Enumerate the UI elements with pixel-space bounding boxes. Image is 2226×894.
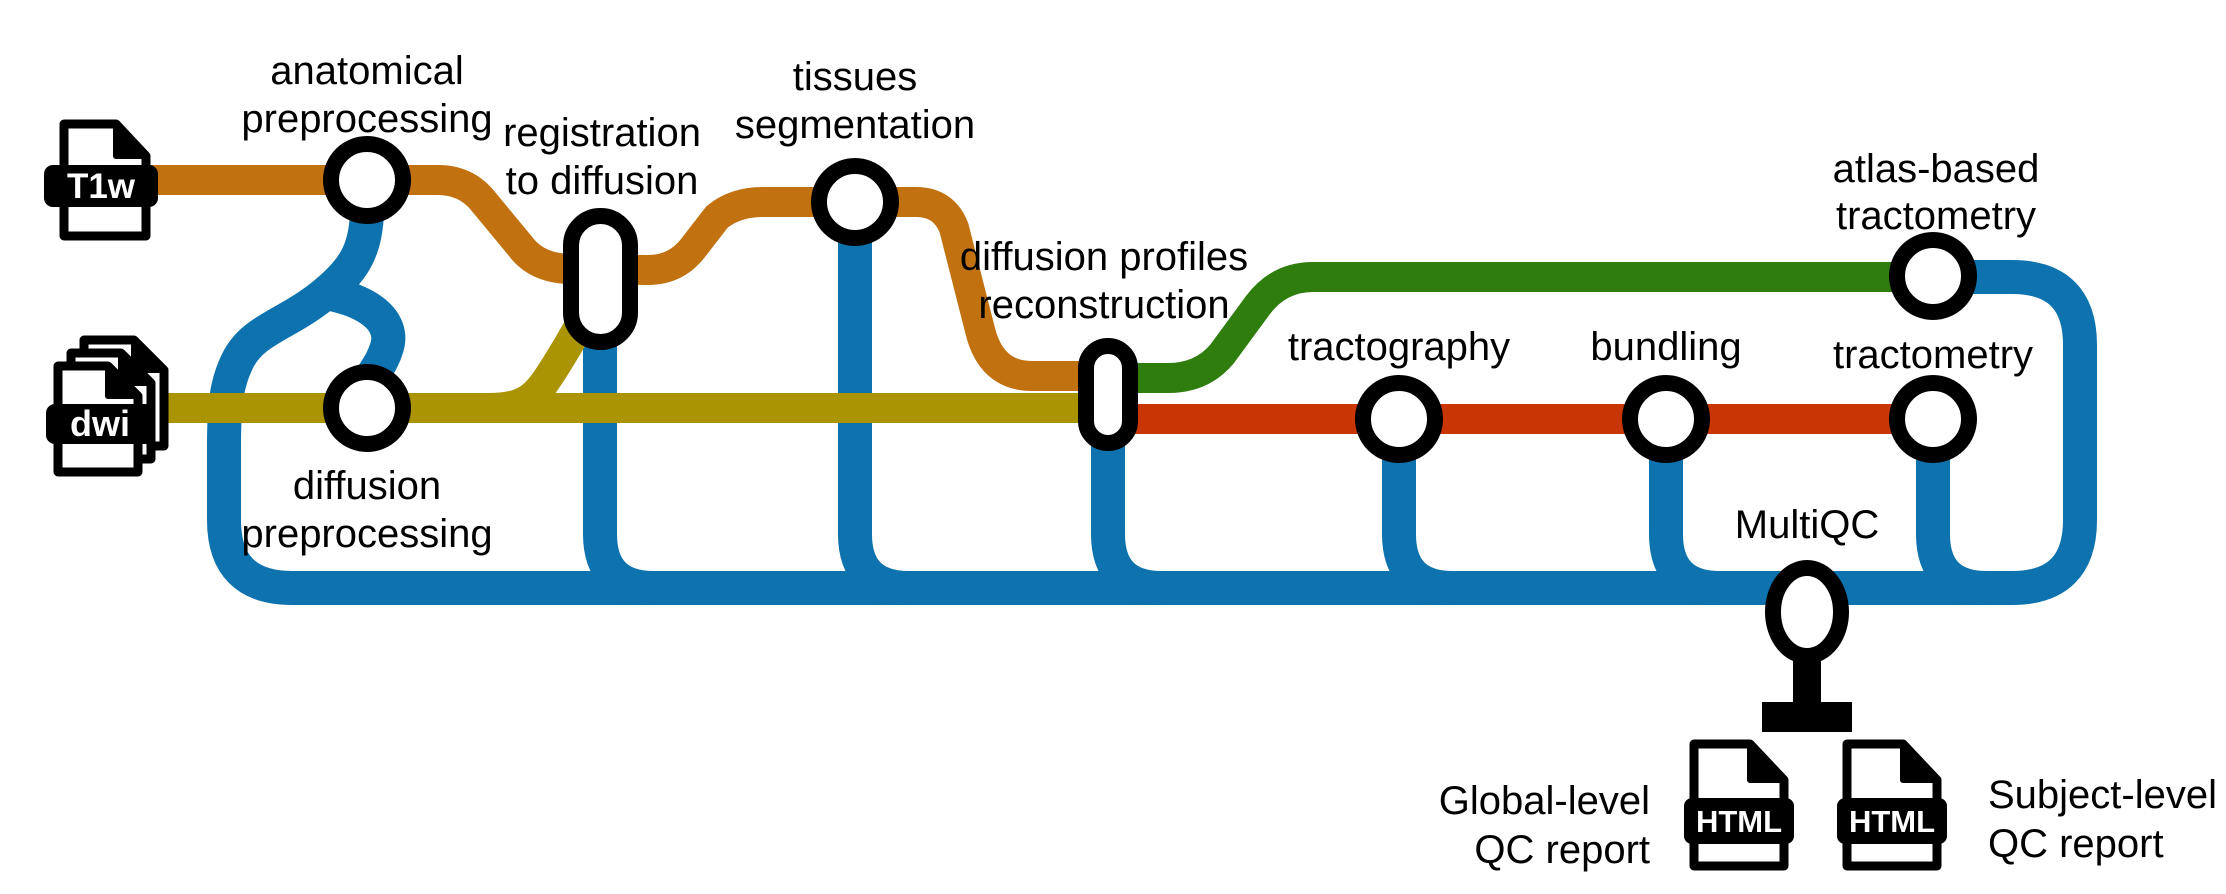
- node-diffusion-preprocessing: [323, 364, 411, 452]
- t1w-fold-corner: [113, 121, 149, 159]
- node-registration-to-diffusion: [563, 208, 638, 350]
- qc-drop-registration: [583, 340, 655, 605]
- multiqc-t-bar: [1762, 702, 1852, 732]
- report-labels: Global-level QC report Subject-level QC …: [1439, 773, 2217, 872]
- label-tissues-line2: segmentation: [735, 103, 975, 147]
- station-labels: anatomical preprocessing registration to…: [241, 49, 2039, 556]
- node-bundling: [1622, 375, 1710, 463]
- atlas-main-path: [1096, 262, 1933, 393]
- label-registration-line2: to diffusion: [506, 159, 699, 203]
- node-anatomical-preprocessing: [323, 136, 411, 224]
- label-multiqc: MultiQC: [1735, 503, 1879, 547]
- qc-drop-profiles: [1091, 440, 1163, 605]
- label-bundling: bundling: [1590, 325, 1741, 369]
- label-global-report-line2: QC report: [1474, 828, 1650, 872]
- t1w-main-path: [150, 165, 1120, 391]
- node-diffusion-profiles-reconstruction: [1078, 338, 1138, 451]
- label-diffusion-preprocessing-line2: preprocessing: [241, 512, 492, 556]
- dwi-label: dwi: [70, 403, 130, 444]
- qc-drop-tissues: [838, 208, 910, 605]
- dwi-label-band: [46, 404, 154, 444]
- qc-drop-tractometry: [1916, 420, 1988, 605]
- node-multiqc: [1765, 560, 1849, 664]
- label-atlas-line2: tractometry: [1836, 194, 2036, 238]
- station-nodes: [323, 136, 1977, 664]
- qc-line-blue: [207, 207, 2097, 605]
- t1w-label-band: [44, 165, 158, 207]
- label-subject-report-line1: Subject-level: [1988, 773, 2217, 817]
- html-global-label: HTML: [1696, 804, 1782, 839]
- label-tractography: tractography: [1288, 325, 1510, 369]
- node-tissues-segmentation: [811, 158, 899, 246]
- html-subject-fold-corner: [1900, 741, 1940, 783]
- label-anatomical-line2: preprocessing: [241, 97, 492, 141]
- qc-main-loop-path: [207, 207, 2097, 605]
- t1w-file-icon: T1w: [44, 119, 158, 241]
- node-atlas-based-tractometry: [1889, 232, 1977, 320]
- label-global-report-line1: Global-level: [1439, 779, 1650, 823]
- label-tissues-line1: tissues: [793, 55, 918, 99]
- label-registration-line1: registration: [503, 111, 701, 155]
- html-file-icon-global: HTML: [1684, 739, 1794, 871]
- t1w-line-orange: [150, 165, 1120, 391]
- dwi-file-stack-icon: dwi: [46, 335, 169, 477]
- label-profiles-line1: diffusion profiles: [960, 235, 1248, 279]
- html-subject-label-band: [1837, 798, 1947, 844]
- label-diffusion-preprocessing-line1: diffusion: [293, 464, 441, 508]
- qc-drop-tractography: [1382, 420, 1454, 605]
- html-file-icon-subject: HTML: [1837, 739, 1947, 871]
- html-subject-label: HTML: [1849, 804, 1935, 839]
- node-tractography: [1355, 375, 1443, 463]
- html-global-fold-corner: [1747, 741, 1787, 783]
- node-tractometry: [1889, 375, 1977, 463]
- label-anatomical-line1: anatomical: [270, 49, 463, 93]
- atlas-line-green: [1096, 262, 1933, 393]
- label-atlas-line1: atlas-based: [1833, 147, 2040, 191]
- label-profiles-line2: reconstruction: [978, 283, 1229, 327]
- label-subject-report-line2: QC report: [1988, 822, 2164, 866]
- qc-drop-bundling: [1649, 420, 1721, 605]
- t1w-label: T1w: [67, 167, 136, 206]
- html-global-label-band: [1684, 798, 1794, 844]
- label-tractometry: tractometry: [1833, 333, 2033, 377]
